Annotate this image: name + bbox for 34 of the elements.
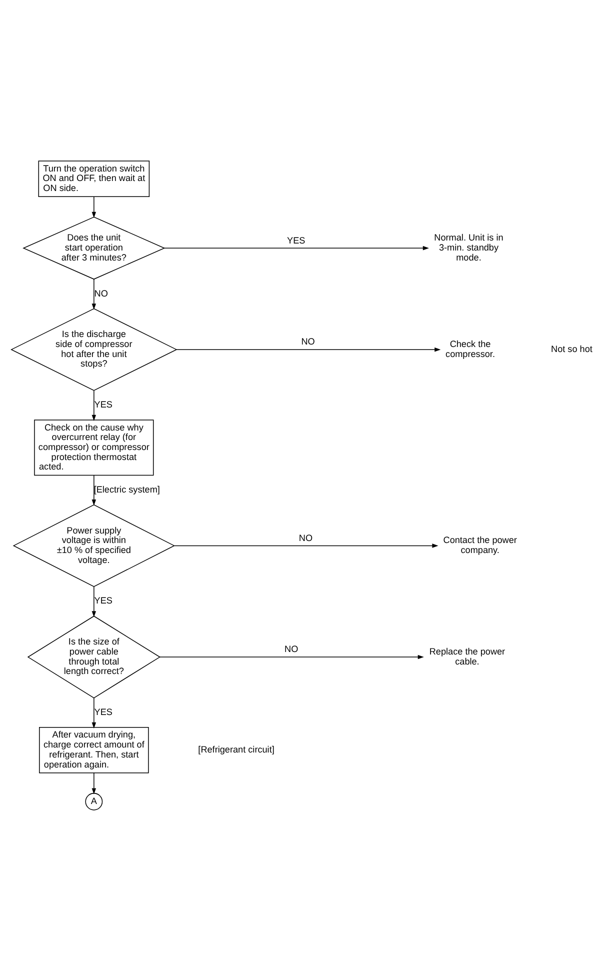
- edge-label: YES: [94, 399, 112, 410]
- node-circle: A: [85, 792, 103, 810]
- node-text: Replace the power cable.: [429, 646, 506, 666]
- node-diamond: Is the size of power cable through total length correct?: [27, 615, 161, 698]
- edge-label: NO: [301, 336, 315, 346]
- node-box: After vacuum drying, charge correct amount of refrigerant. Then, start operation again.: [39, 726, 149, 773]
- node-diamond: Power supply voltage is within ±10 % of specified voltage.: [12, 504, 176, 587]
- node-diamond: Is the discharge side of compressor hot after the unit stops?: [10, 308, 178, 390]
- arrow: [92, 390, 96, 420]
- arrow: [159, 654, 424, 659]
- edge-label: NO: [284, 644, 298, 654]
- arrow: [176, 346, 441, 352]
- node-box: Turn the operation switch ON and OFF, then wait at ON side.: [38, 160, 150, 196]
- edge-label: YES: [287, 234, 306, 245]
- arrow: [92, 586, 96, 617]
- edge-label: [Electric system]: [94, 484, 160, 494]
- arrow: [164, 245, 429, 250]
- arrow: [92, 196, 96, 218]
- node-diamond: Does the unit start operation after 3 minutes?: [22, 216, 166, 280]
- arrow: [92, 278, 96, 310]
- node-text: Normal. Unit is in 3-min. standby mode.: [434, 232, 504, 262]
- edge-label: NO: [94, 288, 108, 298]
- arrow: [92, 772, 96, 794]
- arrow: [174, 543, 438, 548]
- edge-label: YES: [94, 595, 112, 606]
- node-box: Check on the cause why overcurrent relay (for compressor) or compressor protection thermostat acted.: [34, 419, 154, 476]
- arrow: [92, 697, 96, 728]
- arrow: [92, 474, 96, 506]
- label: [Refrigerant circuit]: [198, 744, 274, 754]
- label: Not so hot: [551, 343, 592, 354]
- edge-label: NO: [298, 532, 313, 542]
- edge-label: YES: [94, 706, 112, 717]
- node-text: Check the compressor.: [446, 338, 495, 358]
- node-text: Contact the power company.: [443, 534, 517, 554]
